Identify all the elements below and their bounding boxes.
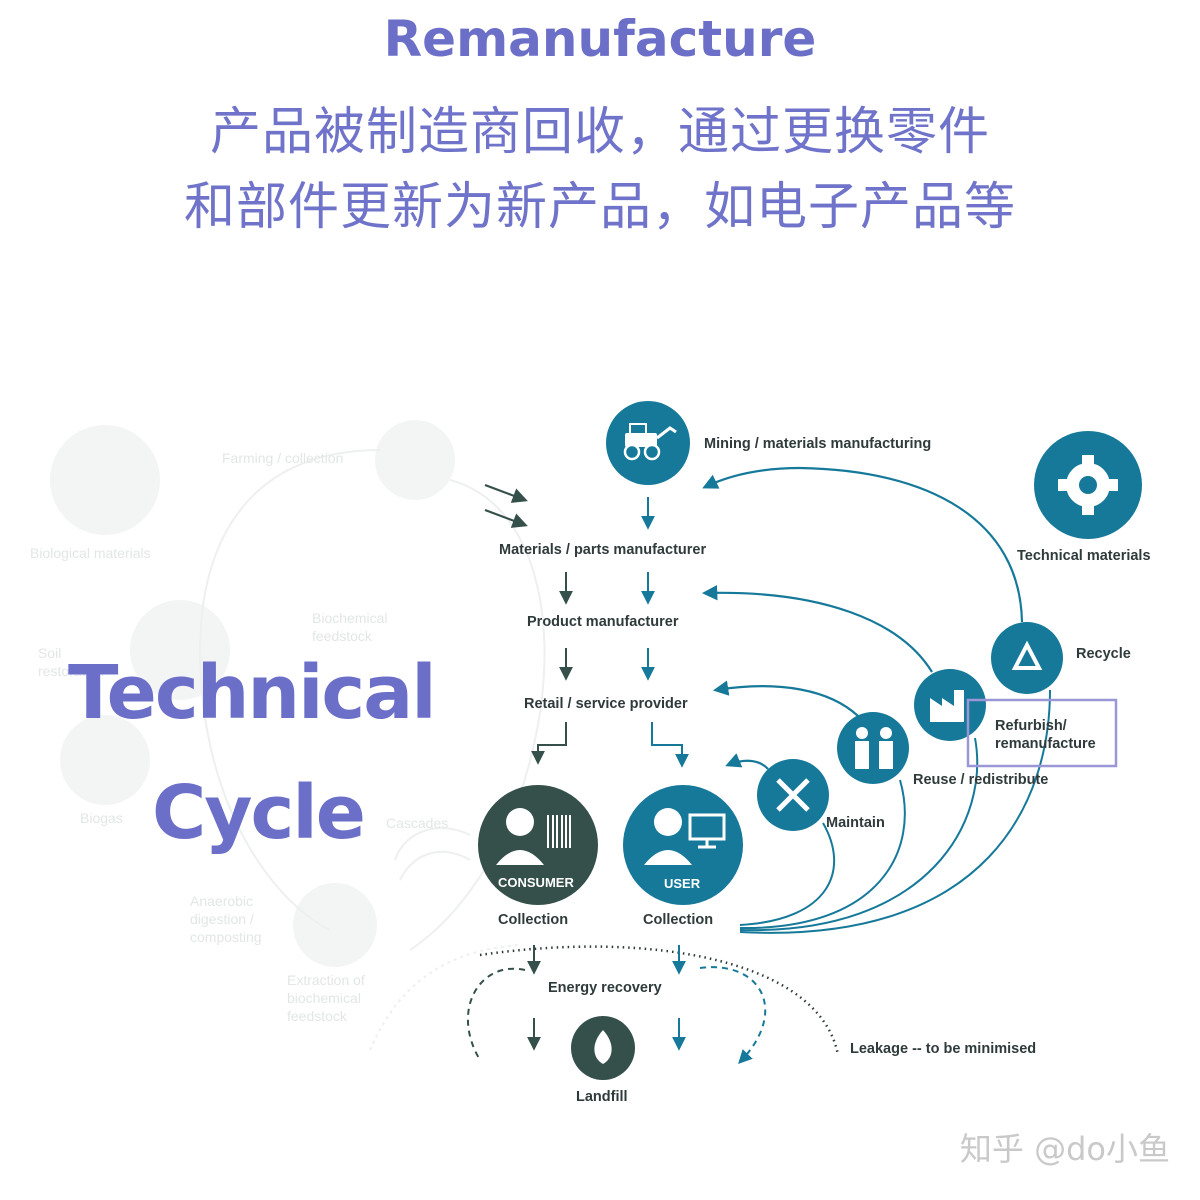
label-refurbish: Refurbish/ — [995, 718, 1067, 734]
label-leakage: Leakage -- to be minimised — [850, 1041, 1037, 1057]
label-energy-recovery: Energy recovery — [548, 980, 662, 996]
label-biochemical: Biochemical — [312, 610, 388, 626]
label-parts-manufacturer: Materials / parts manufacturer — [499, 542, 707, 558]
label-restoration: restoration — [38, 663, 105, 679]
technical-label: Technical — [68, 650, 437, 736]
label-bio-materials: Biological materials — [30, 545, 151, 561]
leaf-icon — [50, 425, 160, 535]
loop-reuse — [712, 680, 859, 717]
cycle-label: Cycle — [152, 770, 366, 856]
loop-refurbish — [701, 584, 933, 673]
wrench-icon — [757, 759, 829, 831]
label-remanufacture: remanufacture — [995, 736, 1096, 752]
label-anaerobic: Anaerobic — [190, 893, 254, 909]
feed-arrow-2 — [484, 508, 528, 528]
highlight-box — [966, 698, 1118, 768]
label-composting: composting — [190, 929, 262, 945]
label-technical-materials: Technical materials — [1017, 548, 1151, 564]
label-collection-left: Collection — [498, 912, 569, 928]
label-biogas: Biogas — [80, 810, 123, 826]
subtitle-line-2: 和部件更新为新产品，如电子产品等 — [183, 178, 1016, 237]
label-retail: Retail / service provider — [524, 696, 688, 712]
gear-icon — [1034, 431, 1142, 539]
people-icon — [837, 712, 909, 784]
user-icon — [623, 785, 743, 905]
consumer-icon — [478, 785, 598, 905]
leakage-arc — [479, 945, 840, 1056]
label-landfill: Landfill — [576, 1089, 628, 1105]
soil-icon — [130, 600, 230, 700]
loop-recycle — [702, 466, 1024, 623]
recycle-icon — [991, 622, 1063, 694]
loop-maintain — [725, 753, 769, 770]
feed-arrow-1 — [484, 483, 528, 503]
biogas-icon — [60, 715, 150, 805]
label-product-manufacturer: Product manufacturer — [527, 614, 679, 630]
label-maintain: Maintain — [826, 815, 885, 831]
factory-icon — [914, 669, 986, 741]
page-title: Remanufacture — [383, 10, 817, 68]
label-farming: Farming / collection — [222, 450, 344, 466]
label-collection-right: Collection — [643, 912, 714, 928]
label-consumer: CONSUMER — [498, 875, 574, 890]
subtitle-line-1: 产品被制造商回收，通过更换零件 — [209, 103, 990, 162]
label-reuse: Reuse / redistribute — [913, 772, 1049, 788]
label-mining: Mining / materials manufacturing — [704, 436, 932, 452]
wheat-icon — [375, 420, 455, 500]
label-extraction: Extraction of — [287, 972, 365, 988]
tractor-icon — [606, 401, 690, 485]
label-recycle: Recycle — [1076, 646, 1131, 662]
watermark: 知乎 @do小鱼 — [959, 1130, 1170, 1168]
flask-icon — [293, 883, 377, 967]
fire-icon — [571, 1016, 635, 1080]
label-user: USER — [664, 876, 701, 891]
label-biochemical-2: biochemical — [287, 990, 361, 1006]
label-soil: Soil — [38, 645, 62, 661]
label-cascades: Cascades — [386, 815, 449, 831]
label-feedstock-2: feedstock — [287, 1008, 347, 1024]
label-feedstock: feedstock — [312, 628, 372, 644]
biological-cycle-faded — [50, 420, 546, 1051]
label-digestion: digestion / — [190, 911, 254, 927]
